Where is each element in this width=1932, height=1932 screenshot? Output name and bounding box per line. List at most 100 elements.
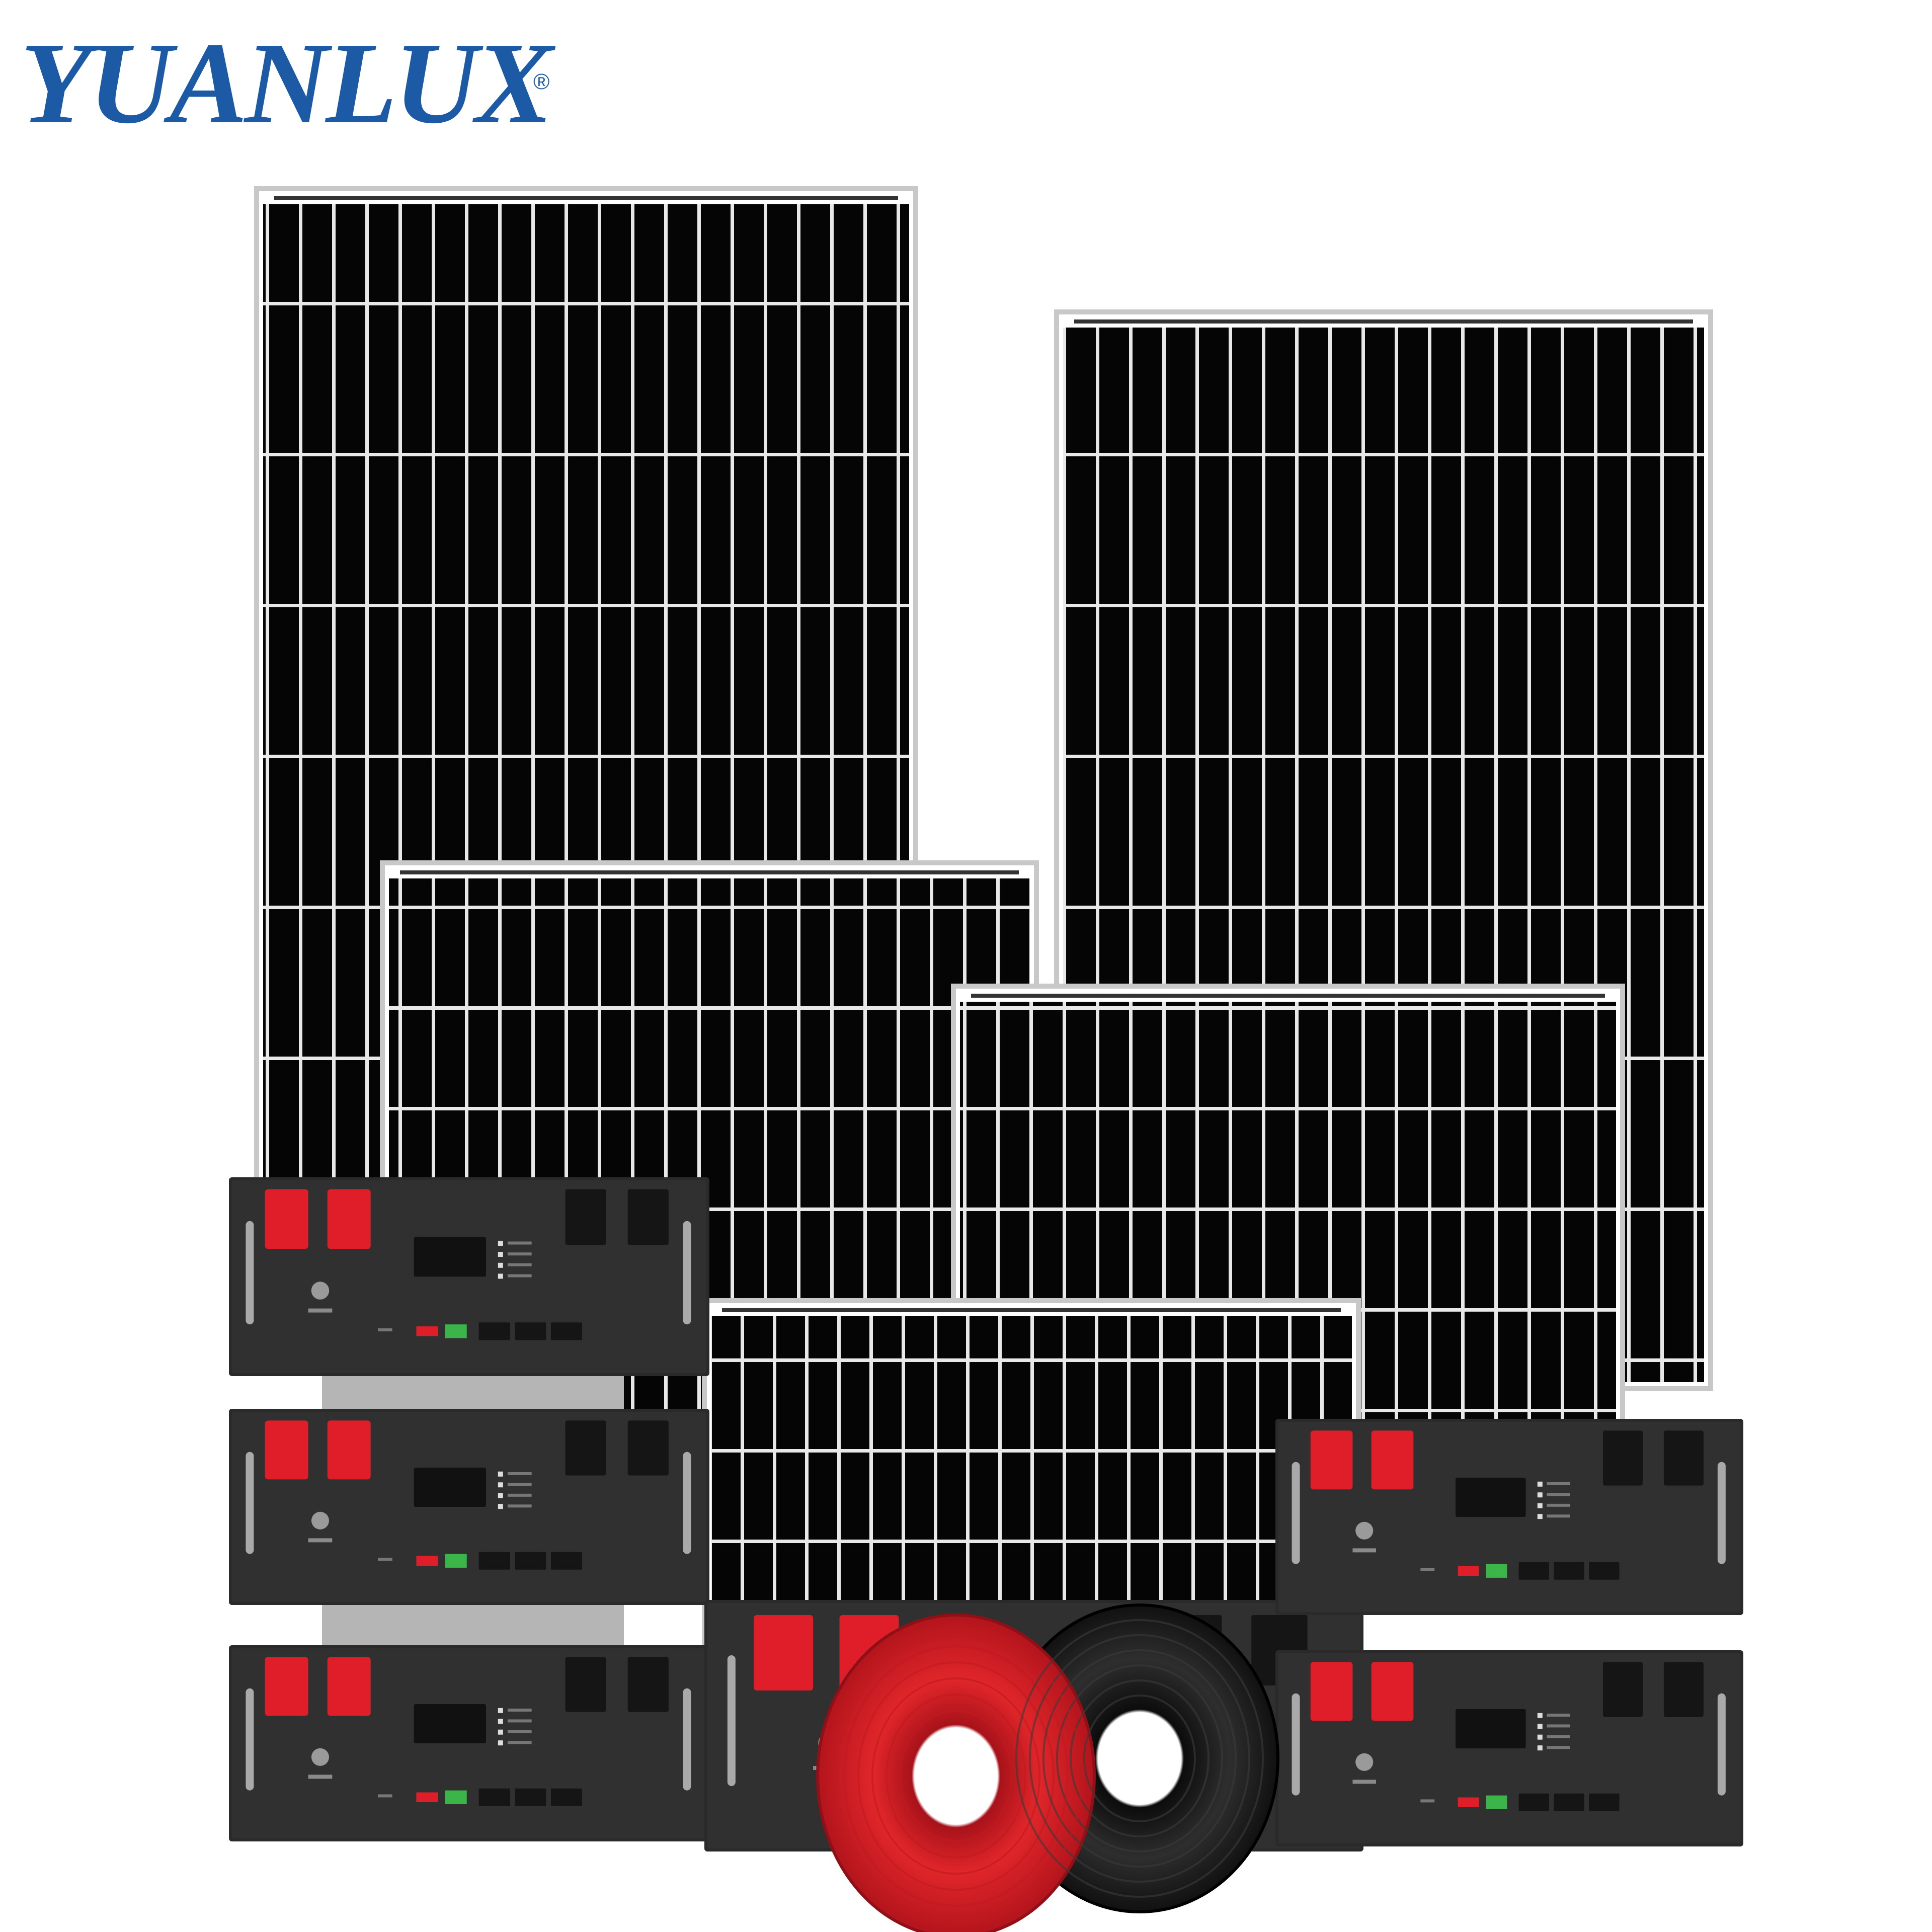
- led-caption: [1547, 1514, 1570, 1518]
- dip-switch: [416, 1326, 438, 1336]
- comm-port: [515, 1788, 546, 1806]
- brand-logo-text: YUANLUX: [20, 19, 553, 148]
- terminal-cover: [1603, 1430, 1643, 1486]
- lcd-display: [414, 1704, 486, 1743]
- dip-switch: [416, 1556, 438, 1566]
- status-led: [498, 1719, 503, 1724]
- status-led: [498, 1252, 503, 1257]
- breaker-switch: [754, 1615, 814, 1691]
- breaker-switch: [1310, 1430, 1353, 1490]
- status-led: [498, 1740, 503, 1746]
- status-led: [498, 1729, 503, 1735]
- handle: [246, 1452, 254, 1554]
- comm-port: [515, 1322, 546, 1340]
- black-coil-strand: [1056, 1664, 1223, 1853]
- power-label: [308, 1538, 333, 1543]
- status-led: [1537, 1492, 1543, 1498]
- led-caption: [507, 1730, 532, 1733]
- terminal-block: [445, 1554, 467, 1568]
- panel-top-bar: [274, 196, 898, 200]
- led-caption: [507, 1483, 532, 1486]
- status-led: [1537, 1724, 1543, 1729]
- terminal-block: [445, 1324, 467, 1338]
- black-coil-strand: [1083, 1695, 1196, 1822]
- breaker-switch: [1310, 1662, 1353, 1721]
- led-caption: [507, 1719, 532, 1723]
- led-caption: [507, 1472, 532, 1475]
- terminal-cover: [565, 1420, 606, 1476]
- led-caption: [1547, 1746, 1570, 1749]
- handle: [683, 1452, 691, 1554]
- led-caption: [507, 1241, 532, 1245]
- status-led: [498, 1273, 503, 1279]
- handle: [683, 1221, 691, 1325]
- breaker-switch: [327, 1657, 371, 1716]
- power-button: [311, 1748, 329, 1766]
- status-led: [1537, 1514, 1543, 1519]
- comm-port: [1589, 1562, 1620, 1580]
- black-coil-strand: [1070, 1679, 1210, 1837]
- handle: [1717, 1462, 1726, 1564]
- comm-port: [515, 1552, 546, 1570]
- terminal-cover: [1603, 1662, 1643, 1717]
- battery-module: [229, 1409, 709, 1605]
- power-button: [311, 1281, 330, 1300]
- status-led: [498, 1241, 503, 1246]
- panel-top-bar: [400, 870, 1019, 874]
- status-led: [1537, 1481, 1543, 1487]
- terminal-cover: [565, 1189, 606, 1245]
- battery-module: [229, 1177, 709, 1376]
- comm-port: [478, 1322, 510, 1340]
- dip-switch: [1458, 1566, 1479, 1576]
- breaker-switch: [265, 1657, 308, 1716]
- led-caption: [1547, 1493, 1570, 1496]
- status-led: [498, 1262, 503, 1268]
- port-caption: [1420, 1799, 1435, 1803]
- lcd-display: [1456, 1478, 1526, 1517]
- status-led: [498, 1708, 503, 1713]
- led-caption: [1547, 1482, 1570, 1485]
- black-coil-strand: [1029, 1634, 1250, 1883]
- black-coil-strand: [1015, 1619, 1264, 1898]
- lcd-display: [1456, 1709, 1526, 1748]
- led-caption: [507, 1263, 532, 1267]
- terminal-cover: [627, 1657, 669, 1712]
- status-led: [498, 1471, 503, 1477]
- power-label: [1352, 1548, 1376, 1553]
- port-caption: [378, 1328, 392, 1332]
- red-coil-strand: [857, 1661, 1055, 1891]
- panel-top-bar: [1074, 319, 1693, 324]
- comm-port: [1554, 1793, 1584, 1811]
- comm-port: [478, 1788, 510, 1806]
- dip-switch: [416, 1792, 438, 1802]
- terminal-cover: [1663, 1430, 1704, 1486]
- port-caption: [378, 1794, 392, 1798]
- breaker-switch: [327, 1189, 371, 1249]
- led-caption: [507, 1741, 532, 1744]
- lcd-display: [414, 1468, 486, 1507]
- status-led: [1537, 1734, 1543, 1740]
- terminal-cover: [1663, 1662, 1704, 1717]
- rack-rail: [322, 1605, 624, 1645]
- comm-port: [1518, 1562, 1550, 1580]
- port-caption: [378, 1558, 392, 1561]
- power-button: [1355, 1753, 1374, 1771]
- comm-port: [550, 1322, 582, 1340]
- red-coil-strand: [886, 1694, 1026, 1859]
- breaker-switch: [1371, 1430, 1414, 1490]
- battery-module: [229, 1645, 709, 1841]
- terminal-cover: [565, 1657, 606, 1712]
- power-button: [311, 1511, 329, 1530]
- rack-rail: [322, 1376, 624, 1409]
- led-caption: [507, 1274, 532, 1277]
- status-led: [498, 1504, 503, 1509]
- comm-port: [1554, 1562, 1584, 1580]
- led-caption: [507, 1493, 532, 1497]
- status-led: [1537, 1745, 1543, 1751]
- led-caption: [507, 1708, 532, 1712]
- panel-top-bar: [971, 994, 1605, 998]
- lcd-display: [414, 1237, 486, 1277]
- handle: [1292, 1462, 1300, 1564]
